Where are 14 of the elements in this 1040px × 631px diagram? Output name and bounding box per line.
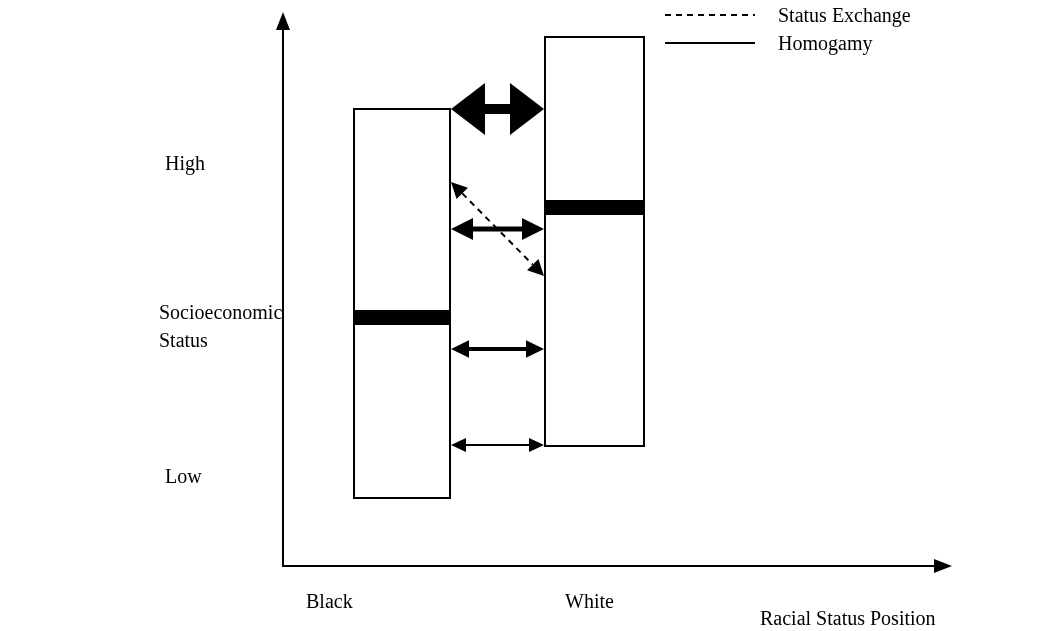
double-arrow: [451, 340, 544, 358]
status-bar: [544, 36, 645, 447]
dashed-arrow: [451, 182, 544, 276]
axis-label: Black: [306, 589, 353, 614]
axis-label: White: [565, 589, 614, 614]
axis-title: Racial Status Position: [760, 606, 936, 631]
double-arrow: [451, 83, 544, 135]
legend-label: Status Exchange: [778, 3, 911, 28]
axis-label: High: [165, 151, 205, 176]
double-arrow: [451, 438, 544, 452]
double-arrow: [451, 218, 544, 240]
axis-label: Low: [165, 464, 202, 489]
legend-label: Homogamy: [778, 31, 873, 56]
status-bar: [353, 108, 451, 499]
